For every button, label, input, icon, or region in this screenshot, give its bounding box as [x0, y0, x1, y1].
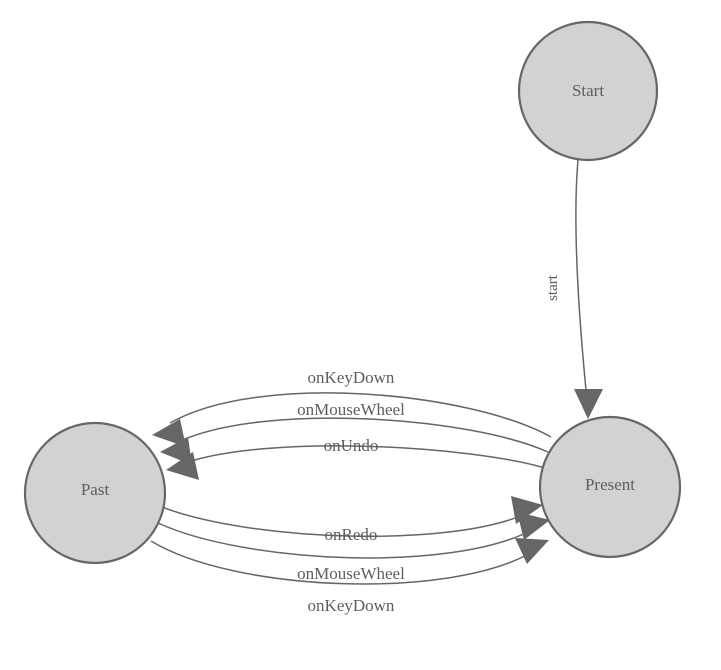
edge-label-start: start — [545, 274, 561, 301]
edge-present-to-past-3-arrowhead — [166, 452, 199, 480]
edge-past-to-present-2-arrowhead — [517, 512, 550, 540]
edge-present-to-past-2-path — [177, 417, 549, 453]
edge-label-bottom-3: onKeyDown — [308, 596, 395, 615]
edge-past-to-present-2 — [157, 512, 550, 559]
edge-present-to-past-1-path — [169, 392, 552, 438]
edge-present-to-past-3-path — [184, 445, 546, 469]
edge-present-to-past-3 — [166, 445, 546, 480]
node-start-circle[interactable] — [517, 20, 659, 162]
node-present-circle[interactable] — [538, 415, 682, 559]
edge-present-to-past-1 — [152, 392, 552, 447]
node-present[interactable]: Present — [538, 415, 682, 559]
node-past[interactable]: Past — [23, 421, 167, 565]
edge-label-top-3: onUndo — [324, 436, 379, 455]
edge-label-top-1: onKeyDown — [308, 368, 395, 387]
node-past-label: Past — [81, 480, 110, 499]
edge-label-bottom-1: onRedo — [325, 525, 378, 544]
edge-past-to-present-2-path — [157, 522, 533, 559]
node-start[interactable]: Start — [517, 20, 659, 162]
edge-start-path — [575, 159, 588, 401]
edge-past-to-present-1-path — [161, 506, 526, 538]
node-start-label: Start — [572, 81, 604, 100]
edge-past-to-present-3-path — [150, 540, 533, 585]
node-present-label: Present — [585, 475, 635, 494]
node-past-circle[interactable] — [23, 421, 167, 565]
edge-start-arrowhead — [574, 389, 603, 419]
edge-label-top-2: onMouseWheel — [297, 400, 405, 419]
edge-present-to-past-1-arrowhead — [152, 419, 186, 447]
edge-label-bottom-2: onMouseWheel — [297, 564, 405, 583]
edge-past-to-present-3 — [150, 538, 549, 585]
edge-past-to-present-3-arrowhead — [515, 538, 549, 564]
edge-start-to-present — [574, 159, 603, 419]
